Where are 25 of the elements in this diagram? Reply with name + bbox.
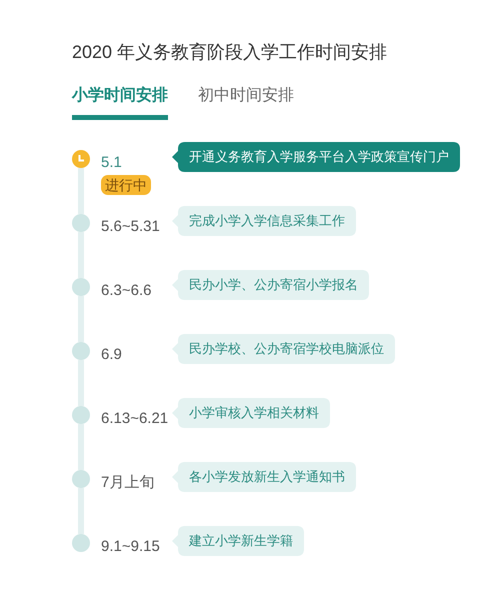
event-text: 各小学发放新生入学通知书 (189, 468, 345, 486)
event-bubble (172, 270, 369, 300)
date-label: 6.9 (101, 345, 122, 365)
event-bubble (172, 334, 395, 364)
event-bubble (172, 526, 304, 556)
event-text: 民办小学、公办寄宿小学报名 (189, 276, 358, 294)
event-text: 开通义务教育入学服务平台入学政策宣传门户 (189, 148, 449, 166)
date-label: 7月上旬 (101, 473, 154, 493)
event-bubble (172, 462, 356, 492)
page-title: 2020 年义务教育阶段入学工作时间安排 (72, 41, 388, 64)
event-bubble (172, 206, 356, 236)
event-text: 建立小学新生学籍 (189, 532, 293, 550)
date-label: 6.3~6.6 (101, 281, 152, 301)
status-badge: 进行中 (101, 175, 151, 195)
event-text: 小学审核入学相关材料 (189, 404, 319, 422)
event-bubble (172, 398, 330, 428)
date-label: 9.1~9.15 (101, 537, 160, 557)
tab: 小学时间安排 (72, 85, 168, 120)
event-text: 民办学校、公办寄宿学校电脑派位 (189, 340, 384, 358)
event-text: 完成小学入学信息采集工作 (189, 212, 345, 230)
date-label: 6.13~6.21 (101, 409, 168, 429)
date-label: 5.6~5.31 (101, 217, 160, 237)
tab: 初中时间安排 (198, 85, 294, 120)
date-label: 5.1 (101, 153, 122, 173)
current-event-bubble (172, 142, 460, 172)
